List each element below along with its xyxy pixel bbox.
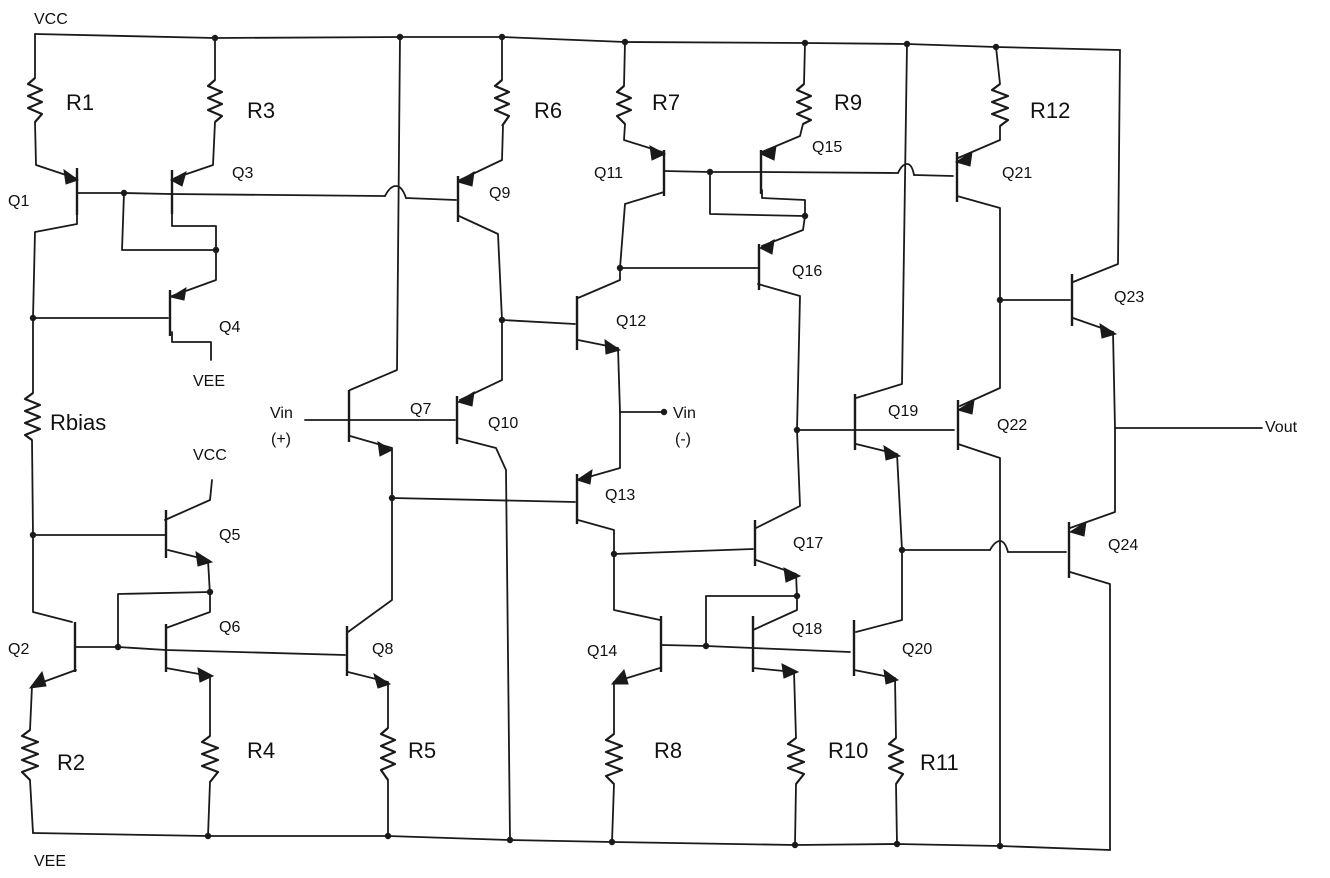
vin-plus-sign: (+): [271, 431, 291, 448]
label-r1: R1: [66, 90, 94, 115]
label-q7: Q7: [410, 401, 431, 418]
label-q19: Q19: [888, 403, 918, 420]
vcc-local-label: VCC: [193, 447, 227, 464]
resistor-r5: [379, 727, 397, 781]
resistor-r6: [493, 79, 511, 127]
label-q8: Q8: [372, 641, 393, 658]
label-q23: Q23: [1114, 289, 1144, 306]
label-q16: Q16: [792, 263, 822, 280]
resistor-symbols: [20, 77, 1010, 785]
label-q22: Q22: [997, 417, 1027, 434]
resistor-r4: [200, 735, 220, 783]
transistor-symbols: [73, 150, 1074, 676]
label-r2: R2: [57, 750, 85, 775]
vcc-label: VCC: [34, 11, 68, 28]
label-r3: R3: [247, 98, 275, 123]
label-r10: R10: [828, 738, 868, 763]
label-q20: Q20: [902, 641, 932, 658]
resistor-r9: [795, 83, 813, 125]
label-q24: Q24: [1108, 537, 1138, 554]
label-q9: Q9: [489, 185, 510, 202]
label-r8: R8: [654, 738, 682, 763]
label-r5: R5: [408, 738, 436, 763]
emitter-arrows: [28, 145, 1118, 689]
label-r6: R6: [534, 98, 562, 123]
resistor-r10: [786, 737, 806, 785]
vee-rail: [32, 832, 1111, 851]
resistor-r8: [604, 733, 624, 785]
vin-plus-label: Vin: [270, 405, 293, 422]
label-q21: Q21: [1002, 165, 1032, 182]
label-r9: R9: [834, 90, 862, 115]
label-r12: R12: [1030, 98, 1070, 123]
label-q1: Q1: [8, 193, 29, 210]
label-q5: Q5: [219, 527, 240, 544]
resistor-r1: [26, 77, 44, 123]
resistor-r12: [990, 83, 1010, 127]
resistor-r7: [615, 85, 633, 125]
vin-minus-label: Vin: [673, 405, 696, 422]
resistor-r11: [887, 737, 905, 785]
label-rbias: Rbias: [50, 410, 106, 435]
label-r4: R4: [247, 738, 275, 763]
label-q2: Q2: [8, 641, 29, 658]
resistor-labels: R1 R3 R6 R7 R9 R12 Rbias R2 R4 R5 R8 R10…: [50, 90, 1070, 775]
label-q11: Q11: [594, 165, 623, 182]
vout-label: Vout: [1265, 419, 1298, 436]
label-r7: R7: [652, 90, 680, 115]
label-q4: Q4: [219, 319, 240, 336]
vin-minus-sign: (-): [675, 431, 691, 448]
resistor-r2: [20, 729, 40, 781]
label-q12: Q12: [616, 313, 646, 330]
junction-nodes: [29, 33, 1004, 850]
left-wiring: [29, 33, 346, 837]
label-q14: Q14: [587, 643, 617, 660]
middle-wiring: [169, 36, 576, 841]
resistor-r3: [206, 79, 224, 123]
label-q17: Q17: [793, 535, 823, 552]
label-q10: Q10: [488, 415, 518, 432]
label-q13: Q13: [605, 487, 635, 504]
label-q3: Q3: [232, 165, 253, 182]
port-labels: Vin (+) Vin (-) Vout: [270, 405, 1298, 448]
resistor-rbias: [23, 392, 42, 441]
center-wiring: [577, 41, 954, 846]
label-q6: Q6: [219, 619, 240, 636]
label-q18: Q18: [792, 621, 822, 638]
label-q15: Q15: [812, 139, 842, 156]
rail-labels: VCC VEE VCC VEE: [34, 11, 227, 870]
vee-label: VEE: [34, 853, 66, 870]
label-r11: R11: [920, 750, 959, 775]
vcc-rail: [34, 33, 1121, 51]
transistor-labels: Q1 Q2 Q3 Q4 Q5 Q6 Q7 Q8 Q9 Q10 Q11 Q12 Q…: [8, 139, 1144, 660]
vee-local-label: VEE: [193, 373, 225, 390]
